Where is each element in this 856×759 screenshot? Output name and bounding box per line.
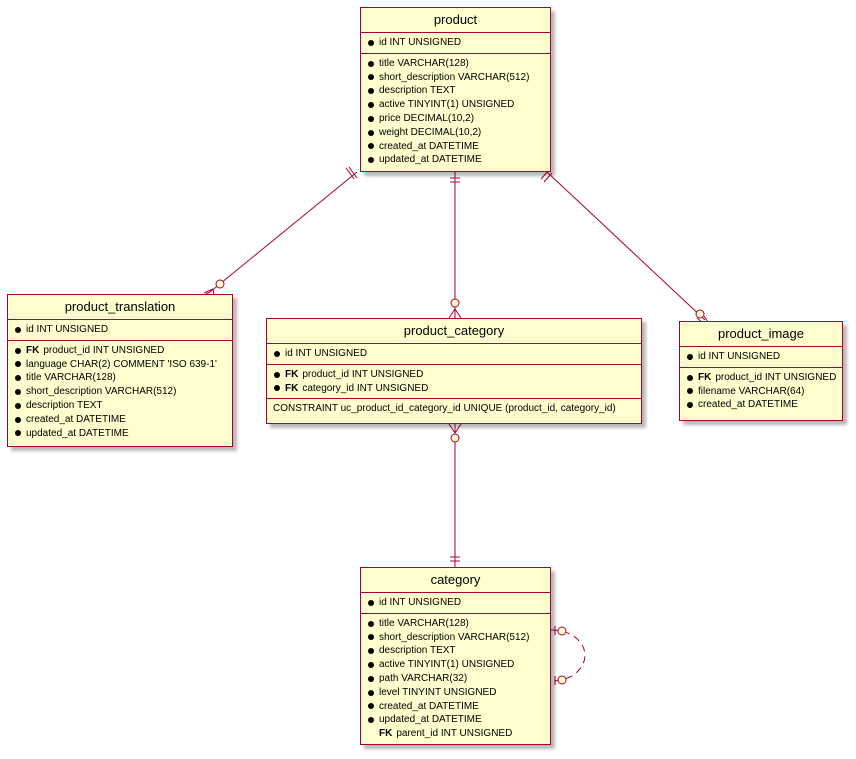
entity-title: product_category — [267, 319, 641, 344]
field: filename VARCHAR(64) — [686, 385, 836, 399]
entity-title: product — [361, 8, 550, 33]
primary-key-section: id INT UNSIGNED — [267, 344, 641, 365]
field: title VARCHAR(128) — [367, 57, 544, 71]
bullet-icon — [687, 374, 693, 381]
bullet-icon — [368, 88, 374, 95]
bullet-icon — [368, 703, 374, 710]
field: language CHAR(2) COMMENT 'ISO 639-1' — [14, 358, 226, 372]
field: created_at DATETIME — [686, 398, 836, 412]
bullet-icon — [368, 157, 374, 164]
bullet-icon — [368, 634, 374, 641]
bullet-icon — [368, 675, 374, 682]
pk-field: id INT UNSIGNED — [14, 323, 226, 337]
bullet-icon — [368, 599, 374, 606]
field: short_description VARCHAR(512) — [367, 71, 544, 85]
field: updated_at DATETIME — [367, 153, 544, 167]
bullet-icon — [274, 385, 280, 392]
bullet-icon — [368, 717, 374, 724]
bullet-icon — [274, 371, 280, 378]
bullet-icon — [368, 662, 374, 669]
entity-category[interactable]: category id INT UNSIGNED title VARCHAR(1… — [360, 567, 551, 745]
bullet-icon — [368, 102, 374, 109]
field: created_at DATETIME — [14, 413, 226, 427]
bullet-icon — [368, 620, 374, 627]
field: short_description VARCHAR(512) — [367, 631, 544, 645]
bullet-icon — [15, 402, 21, 409]
bullet-icon — [368, 39, 374, 46]
bullet-icon — [15, 430, 21, 437]
bullet-icon — [15, 389, 21, 396]
field: price DECIMAL(10,2) — [367, 112, 544, 126]
primary-key-section: id INT UNSIGNED — [8, 320, 232, 341]
bullet-icon — [368, 60, 374, 67]
bullet-icon — [274, 350, 280, 357]
bullet-icon — [368, 648, 374, 655]
bullet-icon — [368, 689, 374, 696]
primary-key-section: id INT UNSIGNED — [680, 347, 842, 368]
field: description TEXT — [367, 84, 544, 98]
field: path VARCHAR(32) — [367, 672, 544, 686]
field: title VARCHAR(128) — [367, 617, 544, 631]
field: short_description VARCHAR(512) — [14, 385, 226, 399]
pk-field: id INT UNSIGNED — [686, 350, 836, 364]
rel-category-self — [550, 626, 586, 685]
fields-section: title VARCHAR(128) short_description VAR… — [361, 614, 550, 744]
field: created_at DATETIME — [367, 700, 544, 714]
field: title VARCHAR(128) — [14, 371, 226, 385]
bullet-icon — [368, 143, 374, 150]
constraint-text: CONSTRAINT uc_product_id_category_id UNI… — [273, 403, 616, 415]
rel-product-product-category — [448, 172, 462, 319]
entity-title: category — [361, 568, 550, 593]
bullet-icon — [368, 115, 374, 122]
field: created_at DATETIME — [367, 140, 544, 154]
rel-product-product-image — [540, 169, 709, 324]
pk-field: id INT UNSIGNED — [273, 347, 635, 361]
entity-product[interactable]: product id INT UNSIGNED title VARCHAR(12… — [360, 7, 551, 172]
bullet-icon — [15, 361, 21, 368]
field: level TINYINT UNSIGNED — [367, 686, 544, 700]
primary-key-section: id INT UNSIGNED — [361, 33, 550, 54]
fields-section: title VARCHAR(128) short_description VAR… — [361, 54, 550, 170]
bullet-icon — [687, 402, 693, 409]
field: active TINYINT(1) UNSIGNED — [367, 658, 544, 672]
bullet-icon — [15, 347, 21, 354]
bullet-icon — [687, 353, 693, 360]
rel-product-category-category — [448, 423, 462, 567]
bullet-icon — [687, 388, 693, 395]
rel-product-product-translation — [203, 166, 358, 297]
bullet-icon — [368, 74, 374, 81]
bullet-icon — [368, 129, 374, 136]
bullet-icon — [15, 375, 21, 382]
entity-title: product_image — [680, 322, 842, 347]
bullet-icon — [15, 416, 21, 423]
pk-field: id INT UNSIGNED — [367, 36, 544, 50]
primary-key-section: id INT UNSIGNED — [361, 593, 550, 614]
entity-title: product_translation — [8, 295, 232, 320]
field: active TINYINT(1) UNSIGNED — [367, 98, 544, 112]
field: updated_at DATETIME — [14, 427, 226, 441]
field: updated_at DATETIME — [367, 713, 544, 727]
bullet-icon — [15, 326, 21, 333]
constraint-section: CONSTRAINT uc_product_id_category_id UNI… — [267, 399, 641, 419]
field: description TEXT — [14, 399, 226, 413]
field: description TEXT — [367, 644, 544, 658]
pk-field: id INT UNSIGNED — [367, 596, 544, 610]
field: weight DECIMAL(10,2) — [367, 126, 544, 140]
